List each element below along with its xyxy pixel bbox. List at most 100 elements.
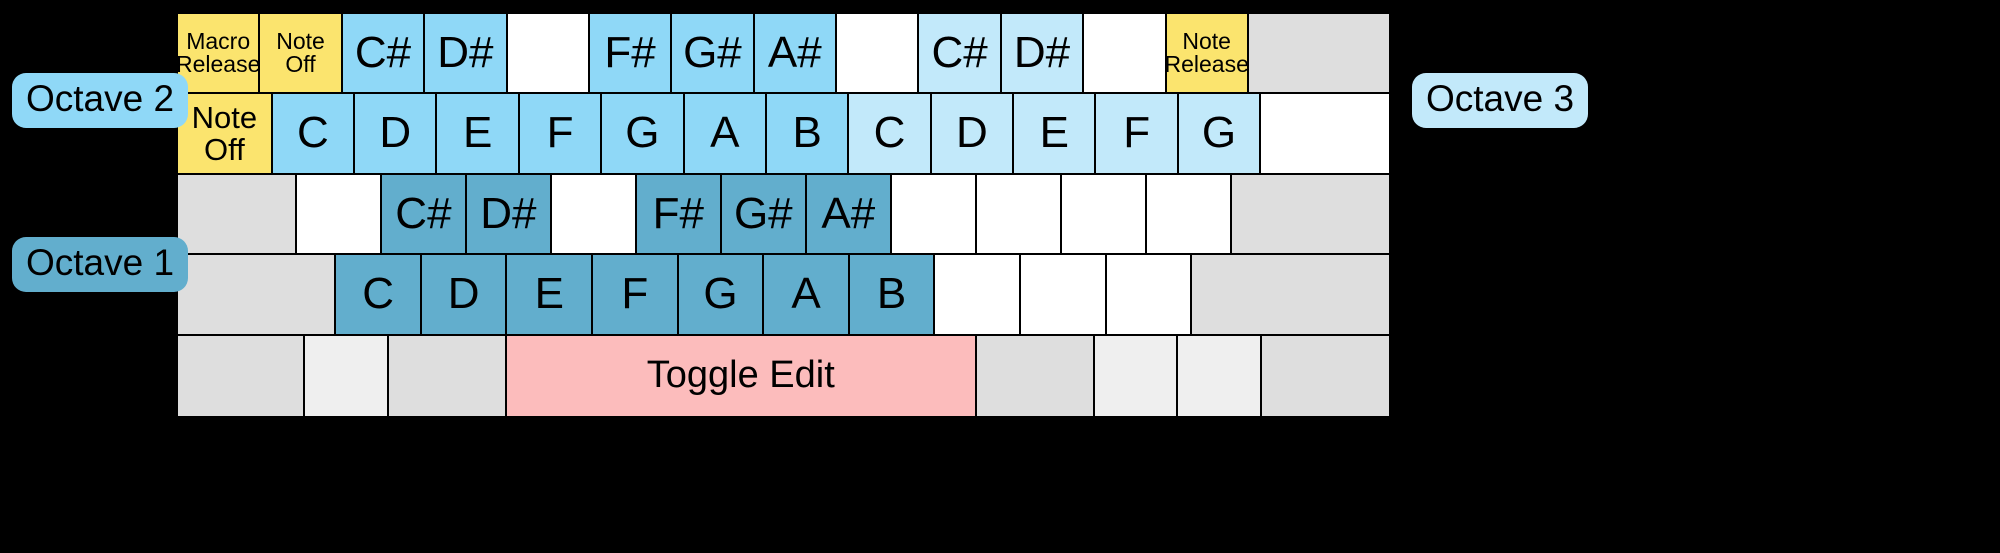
key-number-row-10-dsharp[interactable]: D# <box>1001 14 1085 95</box>
keyboard-row-modifier-row: Toggle Edit <box>178 335 1389 416</box>
key-modifier-row-2-blank <box>388 335 508 416</box>
key-modifier-row-6-blank <box>1178 335 1262 416</box>
key-bottom-letter-row-7-b[interactable]: B <box>849 255 936 336</box>
key-home-row-12-blank <box>1231 174 1389 256</box>
key-label-line: G <box>1201 108 1237 158</box>
key-label-line: C# <box>931 27 988 77</box>
key-label-line: Release <box>178 51 261 78</box>
keyboard-row-home-row: C# D# F#G# A# <box>178 174 1389 256</box>
key-label-line: E <box>534 268 564 318</box>
key-number-row-7-asharp[interactable]: A# <box>754 14 837 95</box>
key-modifier-row-3-toggleedit[interactable]: Toggle Edit <box>507 335 977 416</box>
key-top-letter-row-13-blank <box>1261 94 1389 175</box>
key-label-line: C <box>873 108 906 158</box>
key-home-row-4-blank <box>551 174 637 256</box>
key-label-line: G# <box>683 27 742 77</box>
key-top-letter-row-4-f[interactable]: F <box>519 94 603 175</box>
key-home-row-3-dsharp[interactable]: D# <box>466 174 552 256</box>
key-top-letter-row-2-d[interactable]: D <box>355 94 438 175</box>
key-modifier-row-0-blank <box>178 335 306 416</box>
key-home-row-10-blank <box>1061 174 1147 256</box>
octave-3-badge: Octave 3 <box>1412 73 1589 128</box>
key-home-row-2-csharp[interactable]: C# <box>381 174 467 256</box>
key-label-line: Off <box>203 131 245 167</box>
key-label-line: C# <box>395 188 452 238</box>
key-label-line: B <box>792 108 822 158</box>
key-label-line: A# <box>821 188 876 238</box>
key-label-line: F <box>1123 108 1151 158</box>
key-top-letter-row-9-d[interactable]: D <box>931 94 1015 175</box>
key-label-line: G# <box>733 188 793 238</box>
key-bottom-letter-row-9-blank <box>1020 255 1107 336</box>
key-label-line: B <box>876 268 907 318</box>
key-home-row-1-blank <box>296 174 382 256</box>
key-top-letter-row-3-e[interactable]: E <box>437 94 520 175</box>
key-home-row-8-blank <box>891 174 977 256</box>
key-label-line: D# <box>480 188 537 238</box>
key-label-line: C <box>362 268 394 318</box>
key-modifier-row-5-blank <box>1094 335 1179 416</box>
key-label-line: A# <box>767 27 822 77</box>
key-bottom-letter-row-10-blank <box>1106 255 1193 336</box>
key-top-letter-row-11-f[interactable]: F <box>1096 94 1179 175</box>
key-modifier-row-4-blank <box>976 335 1095 416</box>
key-top-letter-row-10-e[interactable]: E <box>1014 94 1097 175</box>
key-bottom-letter-row-0-blank <box>178 255 337 336</box>
key-label-line: E <box>1039 108 1069 158</box>
key-label-line: Note <box>1182 27 1231 54</box>
key-top-letter-row-12-g[interactable]: G <box>1178 94 1262 175</box>
key-number-row-2-csharp[interactable]: C# <box>342 14 426 95</box>
key-label-line: A <box>710 108 740 158</box>
key-label-line: Off <box>285 51 316 78</box>
key-label-line: D <box>956 108 988 158</box>
key-label-line: F <box>621 268 649 318</box>
key-number-row-6-gsharp[interactable]: G# <box>672 14 755 95</box>
key-home-row-9-blank <box>976 174 1062 256</box>
key-top-letter-row-7-b[interactable]: B <box>766 94 850 175</box>
key-label-line: G <box>703 268 738 318</box>
key-home-row-6-gsharp[interactable]: G# <box>721 174 807 256</box>
key-top-letter-row-5-g[interactable]: G <box>602 94 685 175</box>
key-label-line: C <box>297 108 329 158</box>
key-bottom-letter-row-8-blank <box>935 255 1021 336</box>
key-bottom-letter-row-3-e[interactable]: E <box>507 255 594 336</box>
key-label-line: Toggle Edit <box>646 354 835 397</box>
key-top-letter-row-1-c[interactable]: C <box>272 94 356 175</box>
key-modifier-row-1-blank <box>305 335 389 416</box>
key-bottom-letter-row-2-d[interactable]: D <box>421 255 508 336</box>
key-label-line: Note <box>276 27 325 54</box>
key-bottom-letter-row-4-f[interactable]: F <box>593 255 679 336</box>
key-number-row-13-blank <box>1248 14 1389 95</box>
key-bottom-letter-row-1-c[interactable]: C <box>336 255 422 336</box>
octave-1-badge: Octave 1 <box>12 237 189 292</box>
key-home-row-0-blank <box>178 174 297 256</box>
key-label-line: F# <box>604 27 656 77</box>
key-label-line: Release <box>1166 51 1249 78</box>
key-home-row-5-fsharp[interactable]: F# <box>636 174 722 256</box>
key-number-row-3-dsharp[interactable]: D# <box>425 14 508 95</box>
key-label-line: D# <box>1013 27 1071 77</box>
key-bottom-letter-row-5-g[interactable]: G <box>678 255 765 336</box>
key-top-letter-row-8-c[interactable]: C <box>849 94 932 175</box>
key-number-row-11-blank <box>1084 14 1167 95</box>
key-number-row-8-blank <box>837 14 920 95</box>
key-bottom-letter-row-6-a[interactable]: A <box>764 255 850 336</box>
key-label-line: D <box>447 268 480 318</box>
key-home-row-11-blank <box>1146 174 1232 256</box>
key-top-letter-row-6-a[interactable]: A <box>684 94 767 175</box>
octave-2-badge: Octave 2 <box>12 73 189 128</box>
key-home-row-7-asharp[interactable]: A# <box>806 174 892 256</box>
key-number-row-5-fsharp[interactable]: F# <box>589 14 673 95</box>
key-number-row-4-blank <box>507 14 590 95</box>
key-label-line: D# <box>437 27 494 77</box>
key-modifier-row-7-blank <box>1261 335 1389 416</box>
key-number-row-9-csharp[interactable]: C# <box>919 14 1002 95</box>
